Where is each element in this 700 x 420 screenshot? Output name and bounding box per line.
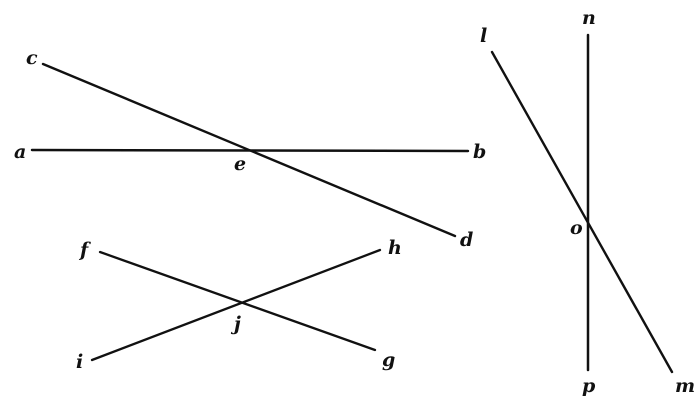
line-fg bbox=[98, 250, 377, 352]
label-m: m bbox=[675, 375, 695, 397]
label-d: d bbox=[460, 229, 473, 251]
label-b: b bbox=[473, 141, 486, 163]
label-n: n bbox=[582, 7, 596, 29]
label-l: l bbox=[480, 25, 487, 47]
line-lm bbox=[490, 50, 674, 374]
label-c: c bbox=[26, 47, 38, 69]
label-a: a bbox=[14, 141, 26, 163]
label-h: h bbox=[388, 237, 402, 259]
label-g: g bbox=[382, 349, 395, 371]
line-ih bbox=[90, 248, 382, 362]
label-j: j bbox=[230, 313, 241, 335]
label-i: i bbox=[76, 351, 83, 373]
label-e: e bbox=[234, 153, 246, 175]
label-f: f bbox=[78, 239, 91, 261]
label-p: p bbox=[582, 375, 596, 397]
line-cd bbox=[41, 62, 457, 238]
label-o: o bbox=[570, 217, 583, 239]
